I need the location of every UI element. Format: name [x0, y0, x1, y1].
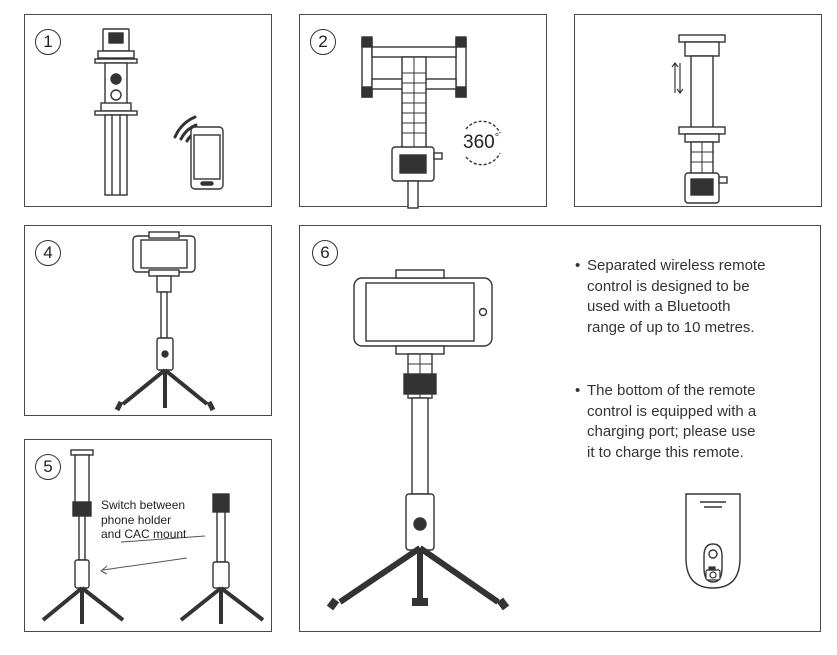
- step-2-number: 2: [310, 29, 336, 55]
- feature-2-line-4: it to charge this remote.: [587, 443, 744, 461]
- feature-2-line-2: control is equipped with a: [587, 402, 757, 420]
- step-3-panel: [574, 14, 822, 207]
- feature-1-line-2: control is designed to be: [587, 277, 750, 295]
- step-6-panel: 6 •: [299, 225, 821, 632]
- feature-1-line-4: range of up to 10 metres.: [587, 318, 755, 336]
- step-5-panel: 5 Switch between phone holder: [24, 439, 272, 632]
- tripod-with-phone-illustration: [114, 231, 216, 412]
- rotation-label: 360°: [463, 132, 499, 154]
- bullet-dot: •: [575, 257, 581, 274]
- caption-line-3: and CAC mount: [101, 527, 187, 541]
- caption-line-2: phone holder: [101, 512, 172, 527]
- step-1-number: 1: [35, 29, 61, 55]
- feature-bullet-1: • Separated wireless remote control is d…: [575, 256, 766, 338]
- feature-bullet-2: • The bottom of the remote control is eq…: [575, 381, 757, 463]
- bullet-dot: •: [575, 382, 581, 399]
- smartphone-icon: [190, 126, 224, 190]
- step-4-panel: 4: [24, 225, 272, 416]
- feature-2-line-3: charging port; please use: [587, 423, 756, 440]
- step-4-number: 4: [35, 240, 61, 266]
- feature-1-line-3: used with a Bluetooth: [587, 298, 731, 315]
- tripod-remote-illustration: [326, 269, 510, 611]
- step-6-number: 6: [312, 240, 338, 266]
- rotation-value: 360: [463, 132, 495, 153]
- up-down-arrows-icon: [671, 62, 684, 94]
- tripod-collapsed-illustration: [94, 28, 138, 196]
- camera-icon: [705, 566, 721, 581]
- rotate-360-icon: [465, 120, 501, 166]
- step-5-number: 5: [35, 454, 61, 480]
- phone-holder-rotation-illustration: [361, 36, 467, 209]
- switch-mount-caption: Switch between phone holder and CAC moun…: [101, 498, 186, 542]
- step-1-panel: 1: [24, 14, 272, 207]
- feature-2-line-1: The bottom of the remote: [587, 382, 756, 399]
- step-2-panel: 2: [299, 14, 547, 209]
- degree-symbol: °: [494, 132, 500, 144]
- switch-mount-illustration: [41, 449, 265, 624]
- extend-holder-illustration: [678, 34, 728, 204]
- feature-1-line-1: Separated wireless remote: [587, 257, 766, 274]
- caption-line-1: Switch between: [101, 498, 186, 512]
